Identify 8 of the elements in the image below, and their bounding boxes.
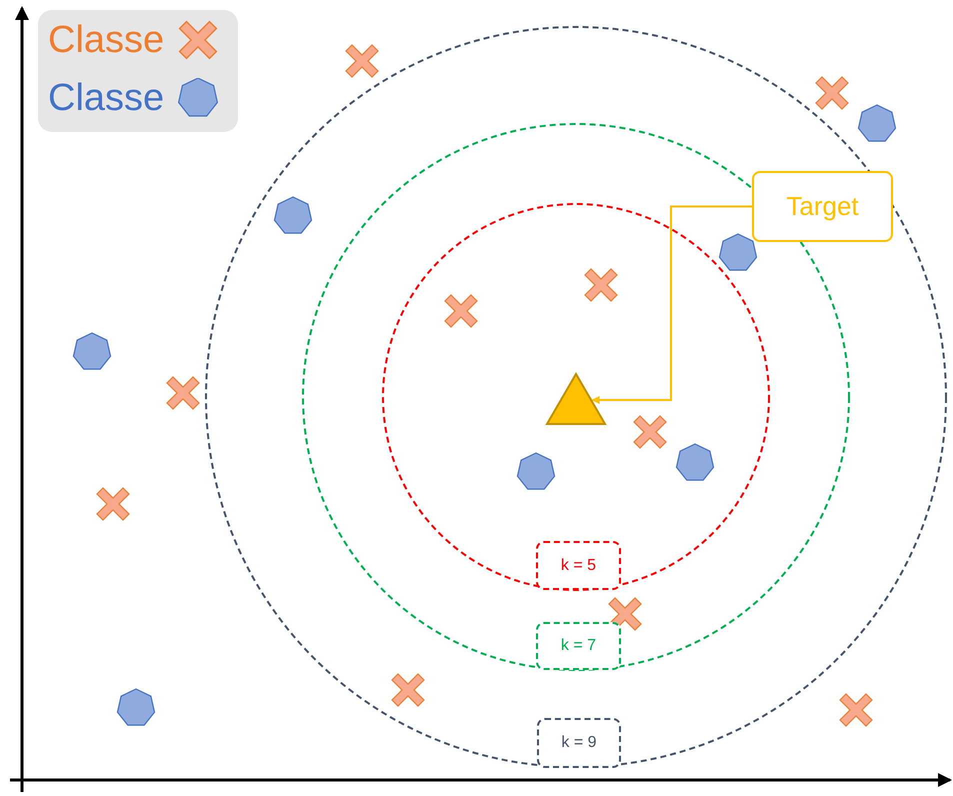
k-label: k = 9 (537, 718, 621, 768)
callout-box: Target (752, 171, 893, 242)
k-label: k = 5 (536, 541, 621, 590)
legend-label: Classe (48, 76, 164, 120)
legend-label: Classe (48, 18, 164, 62)
arrow (592, 206, 752, 404)
k-label: k = 7 (536, 622, 621, 670)
target-triangle (545, 372, 607, 426)
